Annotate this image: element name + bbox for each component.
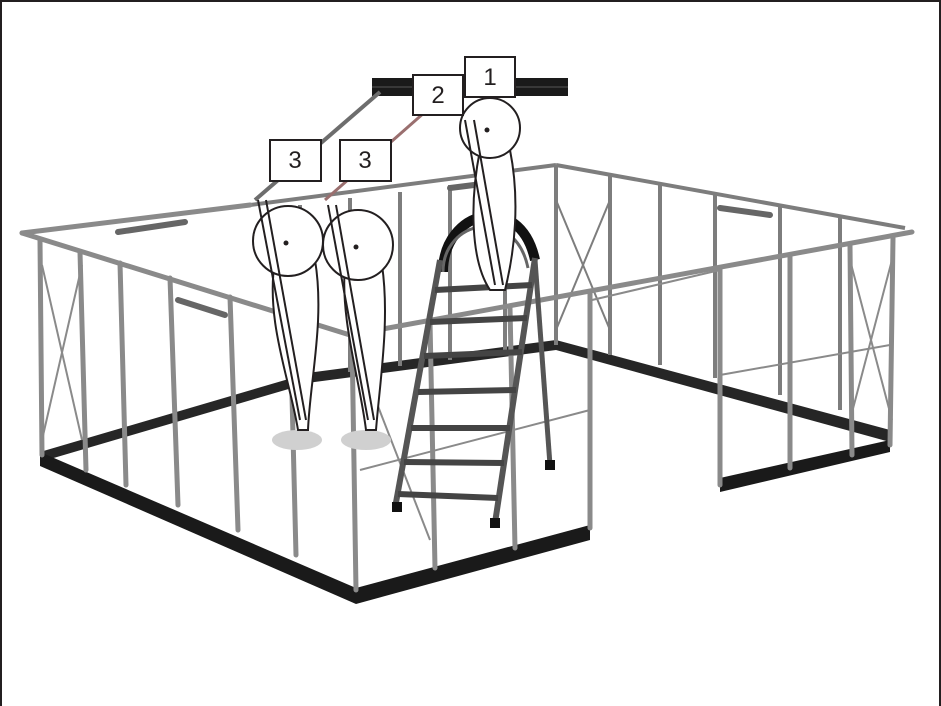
callout-3-left-label: 3 bbox=[288, 147, 301, 174]
step-ladder bbox=[392, 216, 555, 528]
callout-2-label: 2 bbox=[431, 82, 444, 109]
person-1 bbox=[460, 98, 520, 290]
callout-1: 1 bbox=[465, 57, 515, 97]
callout-2: 2 bbox=[413, 75, 463, 115]
callout-3-left: 3 bbox=[270, 140, 321, 181]
person-3-left bbox=[253, 200, 323, 450]
callout-3-right-label: 3 bbox=[358, 147, 371, 174]
callout-3-right: 3 bbox=[340, 140, 391, 181]
greenhouse-base bbox=[40, 340, 890, 604]
callout-1-label: 1 bbox=[483, 64, 496, 91]
